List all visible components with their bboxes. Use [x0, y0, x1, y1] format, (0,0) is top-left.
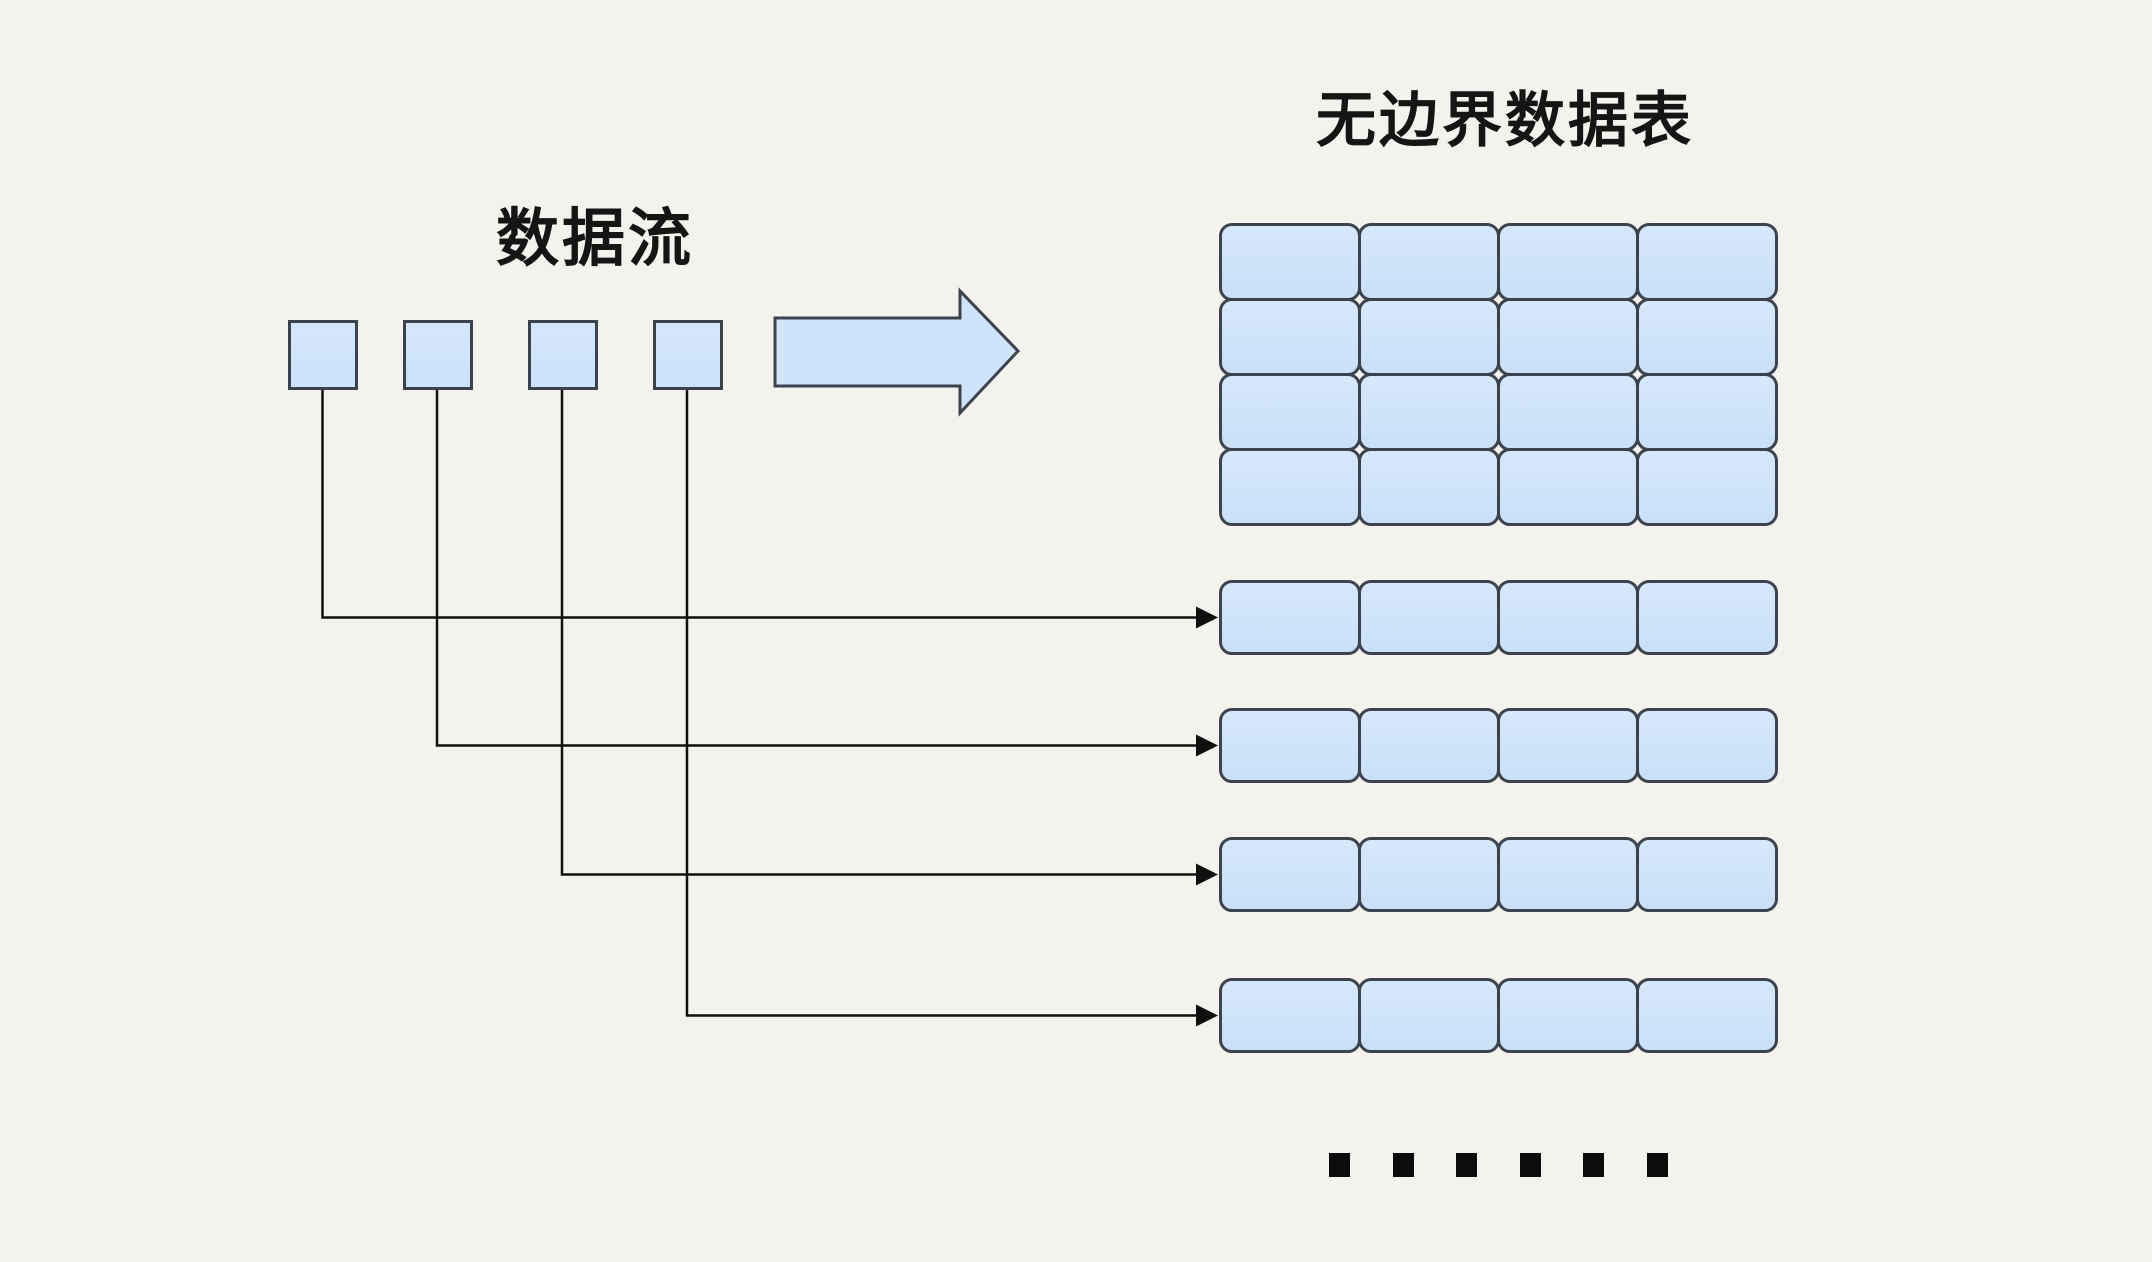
ellipsis-dot [1646, 1153, 1668, 1177]
table-cell [1636, 223, 1778, 301]
connector-line [685, 390, 1196, 1017]
table-title: 无边界数据表 [1316, 87, 1694, 154]
table-cell [1636, 837, 1778, 912]
table-cell [1358, 373, 1500, 451]
table-cell [1497, 448, 1639, 526]
stream-item [288, 320, 358, 390]
stream-item [528, 320, 598, 390]
table-cell [1219, 837, 1361, 912]
table-cell [1636, 448, 1778, 526]
arrowhead-icon [1196, 863, 1218, 886]
table-cell [1497, 708, 1639, 783]
stream-item [653, 320, 723, 390]
table-cell [1358, 580, 1500, 655]
connector-line [321, 390, 1196, 619]
ellipsis-dot [1329, 1153, 1350, 1177]
ellipsis-dot [1519, 1153, 1541, 1177]
table-cell [1358, 448, 1500, 526]
table-cell [1497, 837, 1639, 912]
arrowhead-icon [1196, 1004, 1218, 1027]
table-cell [1219, 448, 1361, 526]
table-cell [1358, 708, 1500, 783]
table-cell [1636, 978, 1778, 1053]
arrowhead-icon [1196, 606, 1218, 629]
table-cell [1636, 373, 1778, 451]
stream-item [403, 320, 473, 390]
table-cell [1497, 580, 1639, 655]
table-cell [1497, 223, 1639, 301]
table-cell [1358, 837, 1500, 912]
stream-title: 数据流 [496, 204, 694, 274]
table-cell [1219, 708, 1361, 783]
connector-line [560, 390, 1196, 876]
table-cell [1636, 708, 1778, 783]
table-cell [1497, 373, 1639, 451]
table-cell [1497, 978, 1639, 1053]
ellipsis-dot [1583, 1153, 1604, 1177]
ellipsis-dot [1456, 1153, 1477, 1177]
connector-lines [321, 390, 1218, 1027]
table-cell [1358, 978, 1500, 1053]
table-cell [1636, 580, 1778, 655]
table-cell [1219, 373, 1361, 451]
flow-arrow-icon [773, 287, 1021, 417]
table-cell [1636, 298, 1778, 376]
table-cell [1219, 298, 1361, 376]
table-cell [1497, 298, 1639, 376]
table-cell [1219, 223, 1361, 301]
table-cell [1219, 978, 1361, 1053]
table-cell [1219, 580, 1361, 655]
ellipsis-dot [1392, 1153, 1414, 1177]
table-cell [1358, 298, 1500, 376]
connector-line [435, 390, 1196, 747]
arrowhead-icon [1196, 734, 1218, 757]
table-cell [1358, 223, 1500, 301]
